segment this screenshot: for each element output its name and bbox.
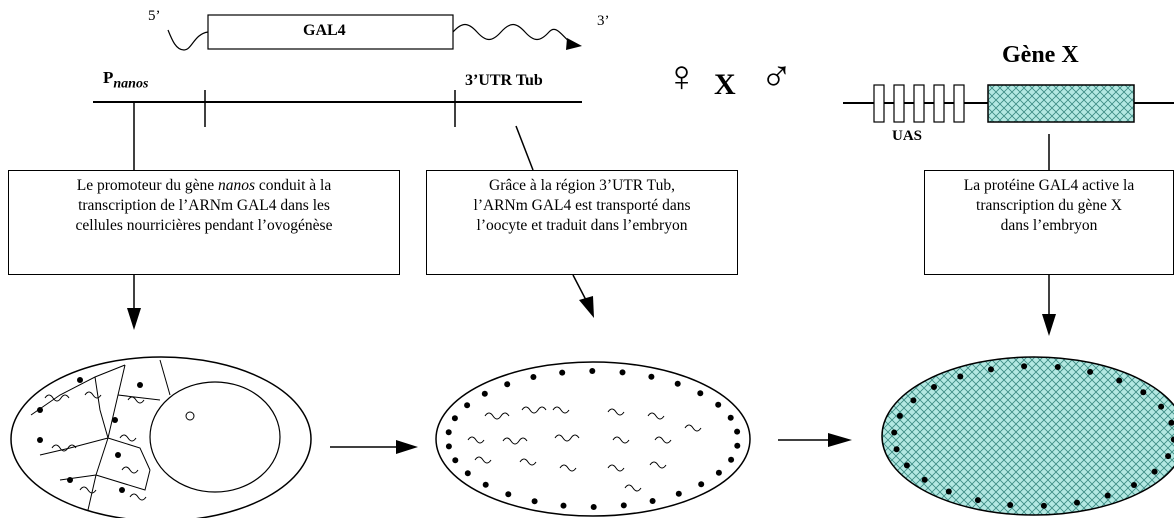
box2-line2: l’ARNm GAL4 est transporté dans: [473, 197, 691, 214]
nucleus-dot: [445, 443, 452, 450]
box1-line2: transcription de l’ARNm GAL4 dans les: [78, 197, 330, 214]
nucleus-dot: [715, 401, 722, 408]
nucleus-dot: [715, 469, 722, 476]
nucleus-dot: [1054, 364, 1061, 370]
nucleus-dot: [988, 366, 994, 373]
nucleus-dot: [1021, 363, 1028, 370]
nucleus-dot: [482, 481, 489, 488]
nucleus-dot: [620, 502, 627, 509]
label-gene-x: Gène X: [1002, 42, 1079, 68]
label-5prime: 5’: [148, 8, 161, 24]
embryo-gene-x-expression: [881, 356, 1174, 516]
label-uas: UAS: [892, 128, 923, 144]
nucleus-dot: [1151, 468, 1158, 475]
nucleus-dot: [675, 490, 682, 497]
label-gal4: GAL4: [303, 22, 346, 39]
nucleus-dot: [893, 446, 900, 453]
nucleus-dot: [896, 412, 903, 419]
nucleus-dot: [903, 462, 910, 469]
embryo-translation: [435, 361, 751, 517]
egg-chamber: [10, 356, 312, 518]
nucleus-dot: [891, 429, 898, 436]
mrna-3prime-arrow: [566, 38, 582, 50]
nucleus-dot: [728, 456, 735, 463]
gene-x-box: [987, 84, 1135, 123]
nucleus-dot: [1087, 368, 1094, 375]
box3-line2: transcription du gène X: [976, 197, 1122, 214]
nucleus-dot: [1165, 453, 1172, 460]
nucleus-dot: [727, 414, 734, 421]
nucleus-dot: [559, 369, 566, 376]
male-symbol: ♂: [760, 52, 793, 101]
nucleus-dot: [1040, 502, 1047, 509]
box2-line1: Grâce à la région 3’UTR Tub,: [489, 177, 675, 194]
nucleus-dot: [590, 504, 597, 510]
box3-line3: dans l’embryon: [1000, 217, 1098, 234]
nucleus-dot: [1116, 377, 1123, 384]
uas-repeats: [873, 84, 965, 123]
nucleus-dot: [464, 402, 471, 409]
female-symbol: ♀: [665, 52, 698, 101]
box2-line3: l’oocyte et traduit dans l’embryon: [476, 217, 688, 234]
cross-symbol: X: [714, 68, 736, 101]
nucleus-dot: [445, 429, 452, 436]
nucleus-dot: [504, 381, 511, 388]
nucleus-dot: [648, 373, 655, 380]
nucleus-dot: [734, 428, 741, 435]
label-promoter: Pnanos: [103, 68, 148, 92]
nucleus-dot: [697, 390, 704, 397]
nucleus-dot: [674, 380, 681, 387]
nucleus-dot: [734, 442, 741, 449]
oocyte-nucleus: [185, 411, 195, 421]
nucleus-dot: [530, 374, 537, 380]
explanation-box-utr: Grâce à la région 3’UTR Tub, l’ARNm GAL4…: [426, 170, 738, 275]
mrna-3prime-tail: [452, 23, 571, 43]
nucleus-dot: [649, 498, 656, 504]
box3-line1: La protéine GAL4 active la: [963, 177, 1135, 194]
arrow-box2-down: [572, 274, 588, 303]
connector-utr: [515, 125, 534, 171]
nucleus-dot: [1131, 482, 1137, 488]
nucleus-dot: [945, 488, 952, 495]
nucleus-dot: [560, 502, 567, 509]
nucleus-dot: [698, 481, 705, 488]
nucleus-dot: [1104, 492, 1111, 499]
nucleus-dot: [910, 397, 917, 404]
nucleus-dot: [1074, 499, 1080, 506]
label-3utr-tub: 3’UTR Tub: [465, 72, 543, 89]
nucleus-dot: [921, 476, 928, 483]
nucleus-dot: [452, 457, 459, 464]
nucleus-dot: [1158, 403, 1165, 410]
label-promoter-prefix: P: [103, 68, 114, 87]
label-promoter-subscript: nanos: [113, 76, 149, 92]
box1-line1-b: conduit à la: [255, 177, 332, 194]
nucleus-dot: [974, 497, 981, 504]
nucleus-dot: [957, 373, 964, 380]
box1-line1-a: Le promoteur du gène: [76, 177, 218, 194]
nucleus-dot: [1168, 419, 1174, 426]
mrna-5prime-tail: [167, 29, 209, 51]
box1-line1-italic: nanos: [217, 177, 256, 194]
nucleus-dot: [931, 384, 937, 390]
nucleus-dot: [451, 415, 458, 422]
oocyte: [149, 381, 281, 493]
nucleus-dot: [1007, 502, 1014, 508]
nucleus-dot: [481, 390, 488, 397]
nucleus-dot: [1140, 389, 1147, 396]
nucleus-dot: [505, 491, 512, 498]
box1-line3: cellules nourricières pendant l’ovogénès…: [75, 217, 333, 234]
nucleus-dot: [531, 498, 538, 505]
label-3prime: 3’: [597, 13, 610, 29]
nucleus-dot: [619, 369, 626, 376]
nucleus-dot: [589, 368, 596, 374]
nucleus-dot: [1170, 436, 1174, 443]
explanation-box-gene-x: La protéine GAL4 active la transcription…: [924, 170, 1174, 275]
nucleus-dot: [464, 470, 471, 477]
explanation-box-promoter: Le promoteur du gène nanos conduit à la …: [8, 170, 400, 275]
